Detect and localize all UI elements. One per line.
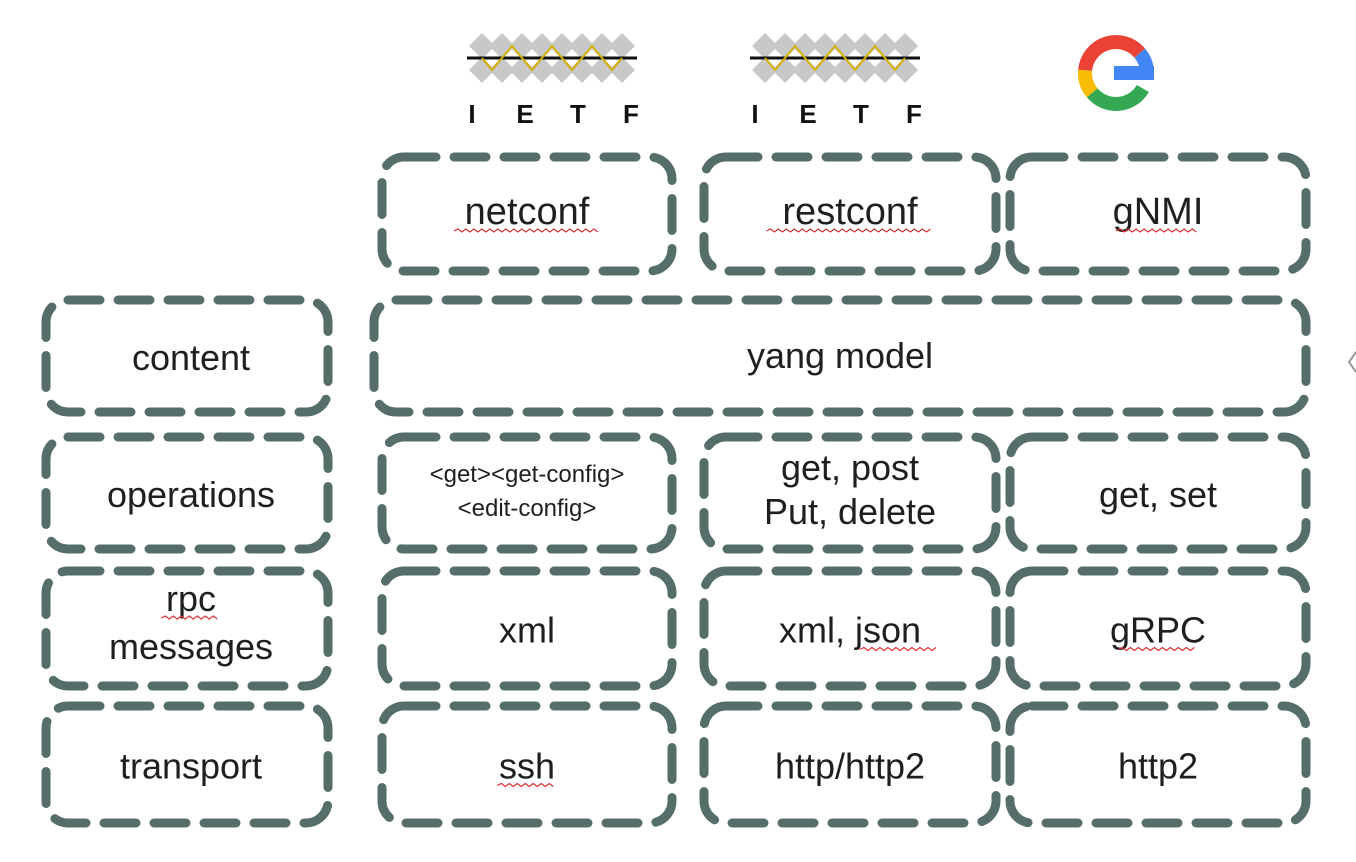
cell-label-netconf-encoding: xml	[499, 610, 555, 651]
google-g-red-arc	[1078, 35, 1146, 72]
protocol-box-netconf	[377, 152, 677, 276]
ietf-diamond-icon	[892, 57, 918, 83]
cell-label-gnmi-transport: http2	[1118, 746, 1198, 787]
protocol-label-netconf-spellcheck	[453, 228, 599, 233]
cell-box-netconf-ops	[377, 432, 677, 554]
layer-label-transport: transport	[120, 746, 262, 787]
ietf-diamond-icon	[509, 33, 535, 59]
ietf-letter: F	[623, 99, 639, 129]
cell-box-restconf-transport	[699, 701, 1001, 828]
cell-label-restconf-encoding-spellcheck	[859, 646, 937, 652]
ietf-diamond-icon	[852, 57, 878, 83]
ietf-diamond-icon	[812, 57, 838, 83]
protocol-label-restconf-spellcheck	[766, 228, 931, 233]
protocol-box-restconf	[699, 152, 1001, 276]
cell-label-gnmi-encoding: gRPC	[1110, 610, 1206, 651]
layer-box-operations	[41, 432, 333, 554]
content-box-yang-model	[369, 295, 1311, 417]
protocol-label-gnmi-spellcheck	[1115, 228, 1197, 233]
ietf-letter: F	[906, 99, 922, 129]
ietf-diamond-icon	[609, 57, 635, 83]
ietf-letter: E	[516, 99, 533, 129]
ietf-diamond-icon	[529, 57, 555, 83]
ietf-diamond-icon	[852, 33, 878, 59]
ietf-diamond-icon	[772, 57, 798, 83]
ietf-zigzag-icon	[764, 44, 906, 72]
google-g-green-arc	[1086, 84, 1149, 111]
cell-box-restconf-ops	[699, 432, 1001, 554]
ietf-letter: T	[853, 99, 869, 129]
ietf-letter: I	[751, 99, 758, 129]
layer-label-rpc-messages-line-0: rpc	[166, 578, 216, 619]
layer-label-content: content	[132, 337, 250, 378]
protocol-label-netconf: netconf	[465, 191, 590, 233]
layer-label-rpc-messages-line-1: messages	[109, 626, 273, 667]
ietf-diamond-icon	[569, 57, 595, 83]
labels-layer: netconf restconf gNMI content operations rpc m…	[107, 191, 1217, 788]
ietf-diamond-icon	[892, 33, 918, 59]
layer-box-content	[41, 295, 333, 417]
edge-arrow-icon	[1347, 351, 1356, 373]
ietf-diamond-icon	[792, 33, 818, 59]
cell-label-restconf-ops-line-1: Put, delete	[764, 491, 936, 532]
ietf-diamond-icon	[469, 57, 495, 83]
ietf-diamond-icon	[752, 57, 778, 83]
protocol-label-restconf: restconf	[782, 191, 918, 233]
cell-label-restconf-transport: http/http2	[775, 746, 925, 787]
ietf-diamond-icon	[832, 33, 858, 59]
cell-box-netconf-transport	[377, 701, 677, 828]
cell-label-restconf-encoding: xml, json	[779, 610, 921, 651]
layer-label-rpc-messages-line-0-spellcheck	[161, 615, 218, 620]
google-g-yellow-arc	[1078, 69, 1098, 98]
ietf-diamond-icon	[509, 57, 535, 83]
ietf-diamond-icon	[772, 33, 798, 59]
ietf-diamond-icon	[589, 33, 615, 59]
layer-box-transport	[41, 701, 333, 828]
cell-label-netconf-transport: ssh	[499, 746, 555, 787]
ietf-letter: T	[570, 99, 586, 129]
google-g-bar-icon	[1114, 66, 1154, 80]
layer-box-rpc-messages	[41, 566, 333, 691]
ietf-letter: I	[468, 99, 475, 129]
layer-label-operations: operations	[107, 474, 275, 515]
ietf-diamond-icon	[752, 33, 778, 59]
cell-box-restconf-encoding	[699, 566, 1001, 691]
ietf-zigzag-icon	[481, 44, 623, 72]
ietf-diamond-icon	[832, 57, 858, 83]
cell-box-gnmi-encoding	[1005, 566, 1311, 691]
ietf-diamond-icon	[872, 57, 898, 83]
ietf-diamond-icon	[569, 33, 595, 59]
ietf-diamond-icon	[549, 33, 575, 59]
protocol-label-gnmi: gNMI	[1113, 191, 1204, 233]
cell-box-gnmi-transport	[1005, 701, 1311, 828]
ietf-diamond-icon	[872, 33, 898, 59]
content-label-yang-model: yang model	[747, 335, 933, 376]
ietf-diamond-icon	[529, 33, 555, 59]
ietf-diamond-icon	[489, 33, 515, 59]
ietf-letter: E	[799, 99, 816, 129]
ietf-diamond-icon	[792, 57, 818, 83]
cell-label-netconf-ops-line-0: <get><get-config>	[430, 461, 625, 488]
ietf-diamond-icon	[549, 57, 575, 83]
ietf-diamond-icon	[812, 33, 838, 59]
cell-label-gnmi-ops: get, set	[1099, 474, 1217, 515]
cell-box-gnmi-ops	[1005, 432, 1311, 554]
ietf-diamond-icon	[609, 33, 635, 59]
boxes-grid	[41, 152, 1311, 828]
google-logo	[1078, 35, 1154, 111]
cell-box-netconf-encoding	[377, 566, 677, 691]
ietf-diamond-icon	[469, 33, 495, 59]
protocol-box-gnmi	[1005, 152, 1311, 276]
cell-label-restconf-ops-line-0: get, post	[781, 447, 919, 488]
cell-label-netconf-transport-spellcheck	[497, 782, 554, 788]
ietf-diamond-icon	[589, 57, 615, 83]
cell-label-netconf-ops-line-1: <edit-config>	[458, 495, 597, 522]
ietf-diamond-icon	[489, 57, 515, 83]
cell-label-gnmi-encoding-spellcheck	[1118, 646, 1195, 652]
